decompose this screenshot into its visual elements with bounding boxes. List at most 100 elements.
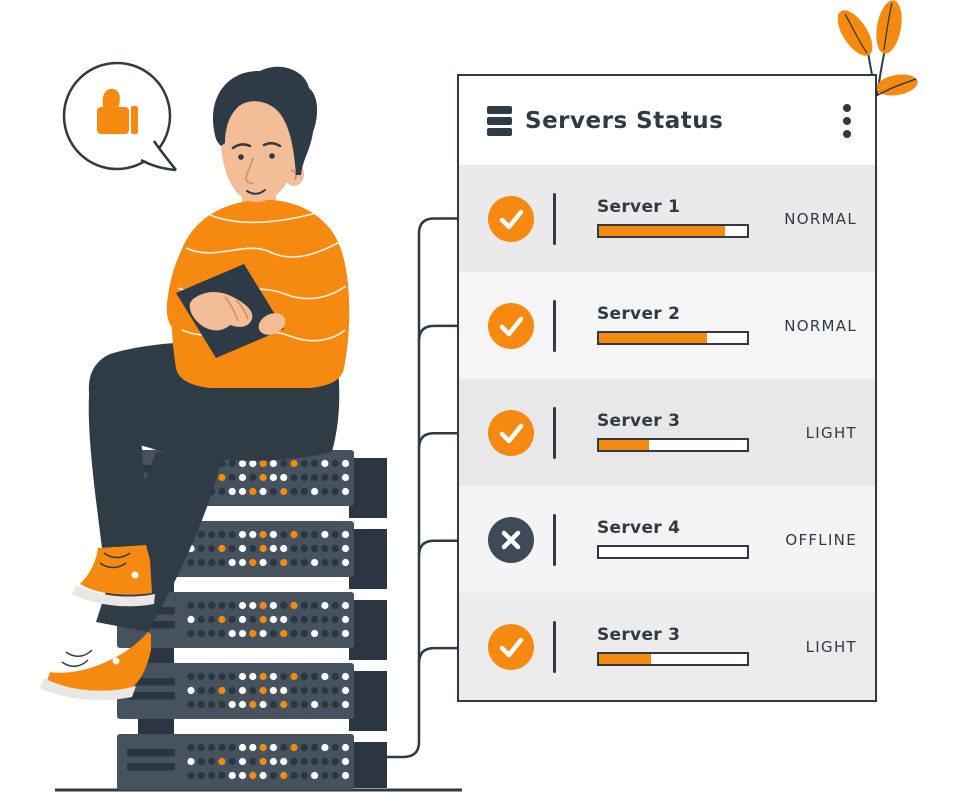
card-header: Servers Status (459, 76, 875, 165)
led-dot (331, 544, 339, 553)
status-icon (488, 409, 534, 456)
led-dot (228, 459, 236, 468)
led-dot (228, 487, 236, 496)
server-row[interactable]: Server 4 OFFLINE (459, 486, 875, 593)
led-dot (249, 459, 257, 468)
led-dot (249, 686, 257, 695)
led-dot (321, 743, 329, 752)
card-title: Servers Status (525, 107, 724, 134)
led-dot (218, 473, 226, 482)
row-divider (553, 620, 556, 673)
led-dot (311, 544, 319, 553)
led-dot (331, 459, 339, 468)
led-dot (218, 629, 226, 638)
led-dot (228, 544, 236, 553)
led-dot (208, 672, 216, 681)
led-dot (341, 530, 350, 539)
led-dot (269, 487, 277, 496)
led-dot (259, 473, 267, 482)
server-side-block (349, 458, 387, 518)
led-dot (290, 672, 298, 681)
status-label: NORMAL (784, 316, 857, 335)
led-dot (249, 672, 257, 681)
led-dot (341, 686, 350, 695)
server-vent (127, 763, 175, 771)
led-dot (187, 686, 195, 695)
led-dot (249, 558, 257, 567)
sneaker (40, 632, 151, 700)
led-dot (269, 473, 277, 482)
led-dot (197, 544, 205, 553)
wires (386, 217, 459, 759)
led-dot (331, 558, 339, 567)
server-row[interactable]: Server 3 LIGHT (459, 593, 875, 700)
led-dot (331, 743, 339, 752)
led-dot (269, 757, 277, 766)
led-dot (341, 601, 350, 610)
led-dot (218, 757, 226, 766)
led-dot (321, 629, 329, 638)
led-dot (280, 530, 288, 539)
led-dot (290, 771, 298, 780)
led-dot (280, 615, 288, 624)
led-dot (290, 459, 298, 468)
led-dot (269, 629, 277, 638)
plant-leaf (876, 74, 918, 96)
led-dot (280, 473, 288, 482)
led-dot (249, 487, 257, 496)
led-dot (259, 743, 267, 752)
led-dot (311, 700, 319, 709)
progress-bar (597, 331, 749, 345)
server-row[interactable]: Server 3 LIGHT (459, 379, 875, 486)
led-dot (187, 601, 195, 610)
led-dot (311, 473, 319, 482)
kebab-menu-icon[interactable] (839, 100, 855, 142)
led-dot (249, 700, 257, 709)
led-dot (249, 743, 257, 752)
server-row[interactable]: Server 2 NORMAL (459, 272, 875, 379)
led-dot (321, 558, 329, 567)
led-dot (259, 544, 267, 553)
led-dot (197, 629, 205, 638)
led-dot (280, 459, 288, 468)
led-dot (321, 487, 329, 496)
led-dot (228, 686, 236, 695)
led-dot (197, 771, 205, 780)
led-dot (300, 757, 308, 766)
led-dot (280, 700, 288, 709)
led-dot (331, 530, 339, 539)
led-dot (331, 771, 339, 780)
led-dot (341, 459, 350, 468)
led-dot (228, 530, 236, 539)
status-label: OFFLINE (785, 530, 857, 549)
led-dot (311, 743, 319, 752)
servers-status-card: Servers Status Server 1 NORMAL (457, 74, 877, 702)
server-side-block (349, 529, 387, 589)
led-dot (197, 686, 205, 695)
led-dot (290, 544, 298, 553)
led-dot (311, 757, 319, 766)
led-dot (238, 672, 247, 681)
led-dot (331, 629, 339, 638)
led-dot (218, 601, 226, 610)
led-dot (249, 757, 257, 766)
led-dot (187, 757, 195, 766)
led-dot (208, 615, 216, 624)
led-dot (290, 615, 298, 624)
led-dot (249, 473, 257, 482)
led-dot (290, 601, 298, 610)
led-dot (218, 771, 226, 780)
led-dot (208, 544, 216, 553)
led-dot (259, 487, 267, 496)
status-icon (488, 302, 534, 349)
led-dot (300, 530, 308, 539)
led-dot (259, 771, 267, 780)
led-dot (321, 771, 329, 780)
led-dot (331, 473, 339, 482)
led-dot (187, 558, 195, 567)
server-stack-icon[interactable] (487, 105, 512, 136)
status-label: LIGHT (805, 637, 857, 656)
led-dot (238, 544, 247, 553)
led-dot (300, 487, 308, 496)
server-row[interactable]: Server 1 NORMAL (459, 165, 875, 272)
